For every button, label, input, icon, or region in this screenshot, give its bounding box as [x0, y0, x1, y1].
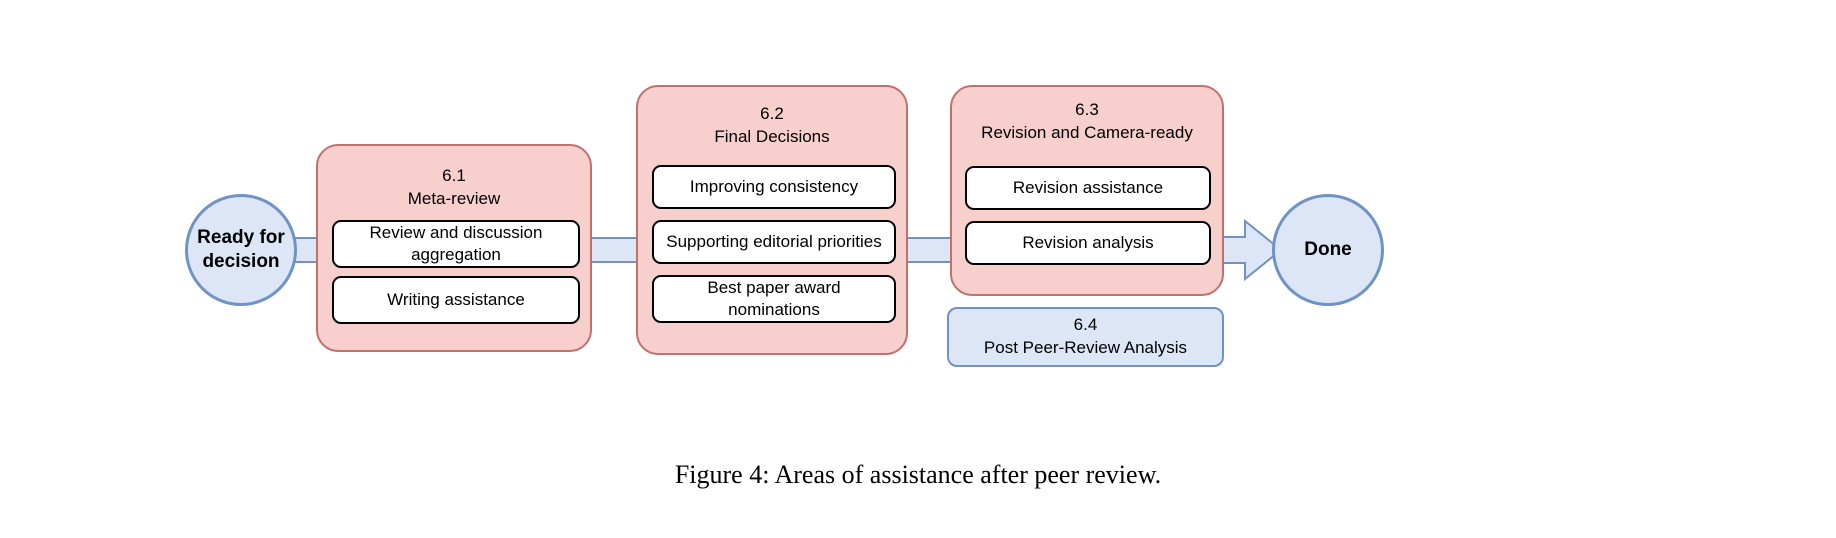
item-label: Revision analysis: [1022, 232, 1154, 252]
group-61-title: 6.1 Meta-review: [407, 166, 501, 208]
item-label: Writing assistance: [387, 289, 525, 309]
item-writing-assistance[interactable]: Writing assistance: [332, 276, 580, 324]
group-64-post-peer-review-analysis[interactable]: 6.4 Post Peer-Review Analysis: [947, 307, 1224, 367]
item-label: Best paper award nominations: [707, 277, 841, 319]
item-label: Revision assistance: [1012, 177, 1164, 197]
terminal-ready-for-decision[interactable]: Ready for decision: [185, 194, 297, 306]
terminal-done[interactable]: Done: [1272, 194, 1384, 306]
terminal-start-label: Ready for decision: [197, 227, 285, 272]
group-63-revision-and-camera-ready[interactable]: 6.3 Revision and Camera-ready Revision a…: [950, 85, 1224, 296]
item-label: Improving consistency: [689, 176, 859, 196]
item-revision-analysis[interactable]: Revision analysis: [965, 221, 1211, 265]
group-61-meta-review[interactable]: 6.1 Meta-review Review and discussion ag…: [316, 144, 592, 352]
item-label: Review and discussion aggregation: [369, 222, 543, 264]
group-63-title: 6.3 Revision and Camera-ready: [981, 100, 1193, 142]
item-improving-consistency[interactable]: Improving consistency: [652, 165, 896, 209]
figure-caption: Figure 4: Areas of assistance after peer…: [674, 460, 1162, 489]
item-best-paper-award-nominations[interactable]: Best paper award nominations: [652, 275, 896, 323]
terminal-end-label: Done: [1304, 239, 1352, 261]
item-label: Supporting editorial priorities: [666, 231, 882, 251]
group-64-title: 6.4 Post Peer-Review Analysis: [983, 315, 1188, 357]
item-review-and-discussion-aggregation[interactable]: Review and discussion aggregation: [332, 220, 580, 268]
item-revision-assistance[interactable]: Revision assistance: [965, 166, 1211, 210]
group-62-title: 6.2 Final Decisions: [714, 104, 830, 146]
item-supporting-editorial-priorities[interactable]: Supporting editorial priorities: [652, 220, 896, 264]
group-62-final-decisions[interactable]: 6.2 Final Decisions Improving consistenc…: [636, 85, 908, 355]
